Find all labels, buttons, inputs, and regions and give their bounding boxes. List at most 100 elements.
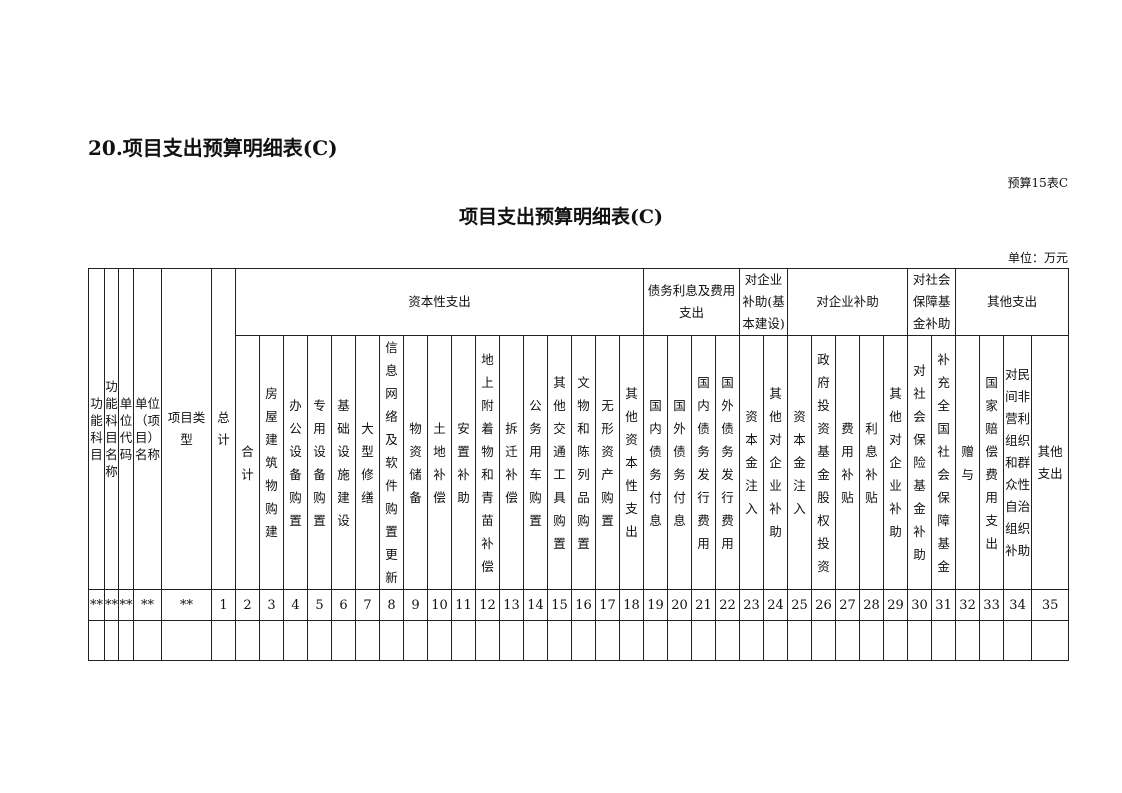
- column-number: 17: [595, 589, 620, 621]
- column-header: 其他资本性支出: [618, 335, 645, 590]
- table-cell: [88, 620, 105, 661]
- fixed-column-value: **: [133, 589, 162, 621]
- table-cell: [104, 620, 119, 661]
- column-number: 5: [307, 589, 332, 621]
- column-number: 2: [235, 589, 260, 621]
- table-cell: [763, 620, 789, 661]
- group-header-row: 功能科目功能科目名称单位代码单位（项目）名称项目类型总计资本性支出债务利息及费用…: [88, 268, 1070, 590]
- budget-detail-table: 功能科目功能科目名称单位代码单位（项目）名称项目类型总计资本性支出债务利息及费用…: [88, 268, 1070, 661]
- section-heading: 20.项目支出预算明细表(C): [88, 136, 338, 160]
- column-number: 33: [979, 589, 1005, 621]
- table-cell: [667, 620, 693, 661]
- column-number: 34: [1003, 589, 1033, 621]
- group-header: 其他支出: [955, 268, 1070, 336]
- column-number: 10: [427, 589, 452, 621]
- column-number: 7: [355, 589, 380, 621]
- column-header: 公务用车购置: [523, 335, 548, 590]
- table-cell: [307, 620, 332, 661]
- column-header: 其他支出: [1031, 335, 1070, 590]
- group-header: 对社会保障基金补助: [907, 268, 957, 336]
- column-header: 拆迁补偿: [499, 335, 524, 590]
- table-cell: [907, 620, 933, 661]
- column-number: 27: [835, 589, 861, 621]
- column-header: 安置补助: [451, 335, 476, 590]
- table-row: [88, 620, 1070, 661]
- column-header: 国外债务发行费用: [715, 335, 741, 590]
- column-number: 9: [403, 589, 428, 621]
- table-cell: [571, 620, 596, 661]
- table-cell: [451, 620, 476, 661]
- column-number: 8: [379, 589, 404, 621]
- column-header: 合计: [235, 335, 260, 590]
- column-header: 其他交通工具购置: [547, 335, 572, 590]
- column-header: 国内债务发行费用: [691, 335, 717, 590]
- column-number: 22: [715, 589, 741, 621]
- table-cell: [787, 620, 813, 661]
- column-header: 补充全国社会保障基金: [931, 335, 957, 590]
- table-cell: [955, 620, 981, 661]
- column-number: 26: [811, 589, 837, 621]
- column-header: 其他对企业补助: [883, 335, 909, 590]
- column-header: 对民间非营利组织和群众性自治组织补助: [1003, 335, 1033, 590]
- column-number: 30: [907, 589, 933, 621]
- table-cell: [643, 620, 669, 661]
- fixed-column-value: **: [88, 589, 105, 621]
- column-header: 资本金注入: [739, 335, 765, 590]
- table-cell: [499, 620, 524, 661]
- column-number: 23: [739, 589, 765, 621]
- column-number: 19: [643, 589, 669, 621]
- column-number: 21: [691, 589, 717, 621]
- column-header: 其他对企业补助: [763, 335, 789, 590]
- table-cell: [618, 620, 645, 661]
- column-header: 房屋建筑物购建: [259, 335, 284, 590]
- table-cell: [403, 620, 428, 661]
- column-header-row: 合计房屋建筑物购建办公设备购置专用设备购置基础设施建设大型修缮信息网络及软件购置…: [89, 335, 1070, 590]
- table-cell: [331, 620, 356, 661]
- column-header: 国家赔偿费用支出: [979, 335, 1005, 590]
- group-header: 债务利息及费用支出: [643, 268, 741, 336]
- column-header: 土地补偿: [427, 335, 452, 590]
- table-cell: [475, 620, 500, 661]
- table-title: 项目支出预算明细表(C): [458, 206, 664, 228]
- table-cell: [161, 620, 212, 661]
- table-cell: [883, 620, 909, 661]
- column-header: 对社会保险基金补助: [907, 335, 933, 590]
- fixed-column-value: **: [161, 589, 212, 621]
- table-cell: [259, 620, 284, 661]
- column-header: 基础设施建设: [331, 335, 356, 590]
- table-cell: [133, 620, 162, 661]
- column-number: 15: [547, 589, 572, 621]
- column-header: 地上附着物和青苗补偿: [475, 335, 500, 590]
- column-header: 资本金注入: [787, 335, 813, 590]
- column-number: 31: [931, 589, 957, 621]
- fixed-column-value: 1: [211, 589, 236, 621]
- column-number: 32: [955, 589, 981, 621]
- column-number: 13: [499, 589, 524, 621]
- table-cell: [427, 620, 452, 661]
- table-cell: [547, 620, 572, 661]
- group-header: 对企业补助(基本建设): [739, 268, 789, 336]
- group-header: 对企业补助: [787, 268, 909, 336]
- table-cell: [118, 620, 134, 661]
- column-number: 14: [523, 589, 548, 621]
- fixed-column-value: **: [104, 589, 119, 621]
- table-cell: [811, 620, 837, 661]
- table-cell: [859, 620, 885, 661]
- table-cell: [283, 620, 308, 661]
- column-header: 信息网络及软件购置更新: [379, 335, 404, 590]
- column-header: 政府投资基金股权投资: [811, 335, 837, 590]
- column-number: 12: [475, 589, 500, 621]
- table-cell: [1031, 620, 1070, 661]
- column-header: 无形资产购置: [595, 335, 620, 590]
- table-cell: [979, 620, 1005, 661]
- table-cell: [523, 620, 548, 661]
- column-header: 办公设备购置: [283, 335, 308, 590]
- column-number: 24: [763, 589, 789, 621]
- fixed-column-header: 功能科目: [88, 268, 105, 590]
- fixed-column-header: 总计: [211, 268, 236, 590]
- column-header: 专用设备购置: [307, 335, 332, 590]
- column-header: 文物和陈列品购置: [571, 335, 596, 590]
- fixed-column-header: 单位（项目）名称: [133, 268, 162, 590]
- column-number: 3: [259, 589, 284, 621]
